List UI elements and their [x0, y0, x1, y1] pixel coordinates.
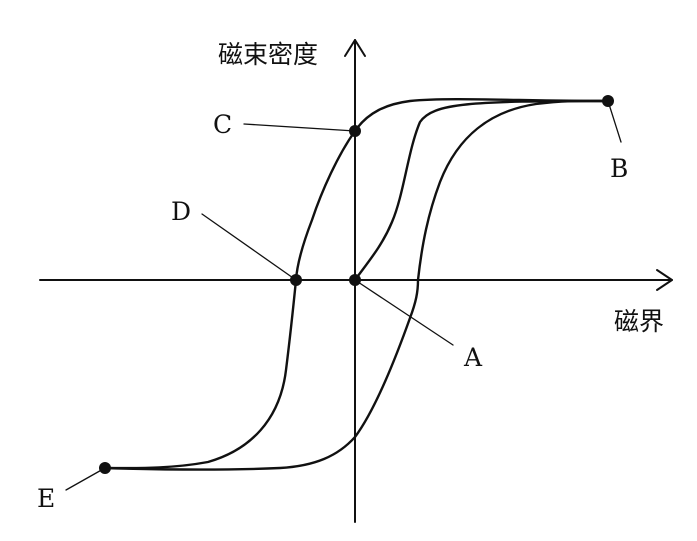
- point-c-marker: [349, 125, 361, 137]
- point-e-marker: [99, 462, 111, 474]
- leader-line-a: [354, 279, 454, 346]
- leader-line-c: [243, 123, 356, 132]
- point-c-label: C: [213, 110, 232, 139]
- point-d-marker: [290, 274, 302, 286]
- point-a-label: A: [463, 343, 483, 372]
- lower-hysteresis-branch: [103, 99, 610, 471]
- leader-line-e: [65, 467, 106, 491]
- point-b-marker: [602, 95, 614, 107]
- curves-group: [103, 98, 610, 471]
- y-axis-arrowhead: [344, 39, 366, 57]
- initial-magnetization-curve: [353, 99, 610, 282]
- upper-hysteresis-branch: [103, 98, 610, 470]
- leader-line-b: [607, 100, 622, 143]
- point-b-label: B: [610, 154, 628, 183]
- x-axis-arrowhead: [656, 269, 673, 291]
- point-d-label: D: [171, 197, 191, 226]
- point-e-label: E: [37, 484, 55, 513]
- point-a-marker: [349, 274, 361, 286]
- y-axis-label: 磁束密度: [218, 40, 318, 69]
- leader-lines-group: [65, 100, 622, 491]
- points-group: [99, 95, 614, 474]
- labels-group: 磁束密度 磁界 A B C D E: [37, 40, 664, 513]
- x-axis-label: 磁界: [614, 307, 664, 336]
- leader-line-d: [201, 213, 297, 281]
